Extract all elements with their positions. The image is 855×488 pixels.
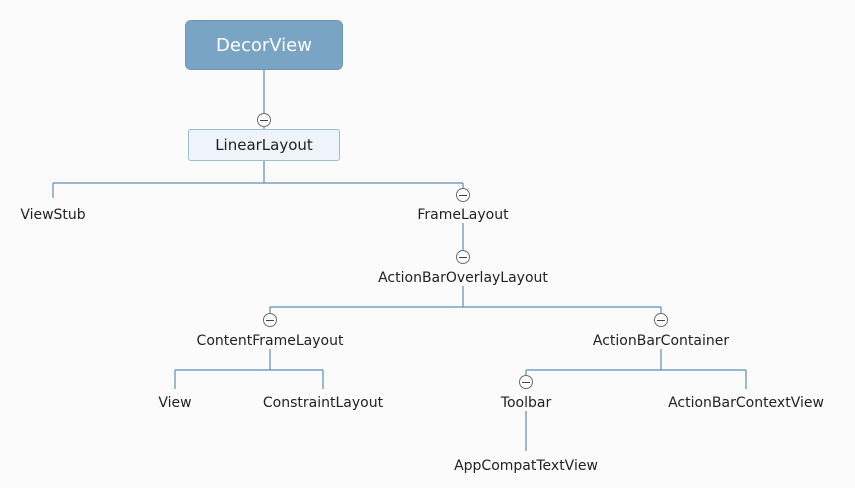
collapse-icon[interactable] — [654, 313, 668, 327]
node-content-frame-layout[interactable]: ContentFrameLayout — [196, 333, 344, 349]
collapse-icon[interactable] — [257, 113, 271, 127]
node-view[interactable]: View — [158, 395, 192, 411]
collapse-icon[interactable] — [456, 250, 470, 264]
node-decor-view[interactable]: DecorView — [185, 20, 343, 70]
collapse-icon[interactable] — [519, 375, 533, 389]
node-linear-layout[interactable]: LinearLayout — [188, 129, 340, 161]
collapse-icon[interactable] — [456, 188, 470, 202]
node-toolbar[interactable]: Toolbar — [500, 395, 552, 411]
node-action-bar-overlay-layout[interactable]: ActionBarOverlayLayout — [378, 270, 548, 286]
node-action-bar-container[interactable]: ActionBarContainer — [592, 333, 730, 349]
node-view-stub[interactable]: ViewStub — [20, 207, 86, 223]
node-constraint-layout[interactable]: ConstraintLayout — [262, 395, 384, 411]
node-action-bar-context-view[interactable]: ActionBarContextView — [668, 395, 824, 411]
node-app-compat-text-view[interactable]: AppCompatTextView — [454, 458, 598, 474]
collapse-icon[interactable] — [263, 313, 277, 327]
node-frame-layout[interactable]: FrameLayout — [417, 207, 509, 223]
